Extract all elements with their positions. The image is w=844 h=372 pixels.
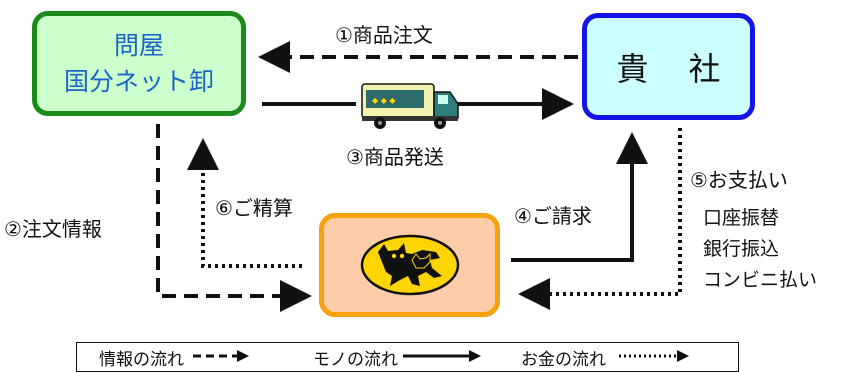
label-payment: ⑤お支払い <box>690 168 788 192</box>
client-label-a: 貴 <box>616 49 649 88</box>
black-cat-logo-icon <box>360 234 459 296</box>
legend-dotted-arrowhead <box>677 350 689 362</box>
wholesaler-box: 問屋 国分ネット卸 <box>32 11 246 116</box>
legend: 情報の流れ モノの流れ お金の流れ <box>76 342 739 372</box>
legend-money-flow: お金の流れ <box>521 350 606 370</box>
label-order: ①商品注文 <box>335 23 433 47</box>
client-label-b: 社 <box>688 49 721 88</box>
label-shipping: ③商品発送 <box>346 145 444 169</box>
label-settlement: ⑥ご精算 <box>215 196 293 220</box>
legend-solid-arrowhead <box>469 350 481 362</box>
label-billing: ④ご請求 <box>514 204 592 228</box>
svg-text:◆ ◆ ◆: ◆ ◆ ◆ <box>372 96 396 105</box>
payment-method-item: コンビニ払い <box>703 269 818 291</box>
payment-method-item: 銀行振込 <box>703 238 780 260</box>
wholesaler-label-line2: 国分ネット卸 <box>63 66 214 96</box>
legend-dashed-arrowhead <box>237 350 249 362</box>
legend-symbols <box>193 350 689 362</box>
client-box: 貴社 <box>582 13 755 120</box>
delivery-truck-icon: ◆ ◆ ◆ <box>361 83 459 129</box>
wholesaler-label-line1: 問屋 <box>113 30 164 60</box>
legend-goods-flow: モノの流れ <box>313 350 398 370</box>
delivery-company-box <box>319 213 500 317</box>
payment-method-item: 口座振替 <box>703 207 780 229</box>
label-order-info: ②注文情報 <box>4 217 102 241</box>
legend-info-flow: 情報の流れ <box>99 350 184 370</box>
